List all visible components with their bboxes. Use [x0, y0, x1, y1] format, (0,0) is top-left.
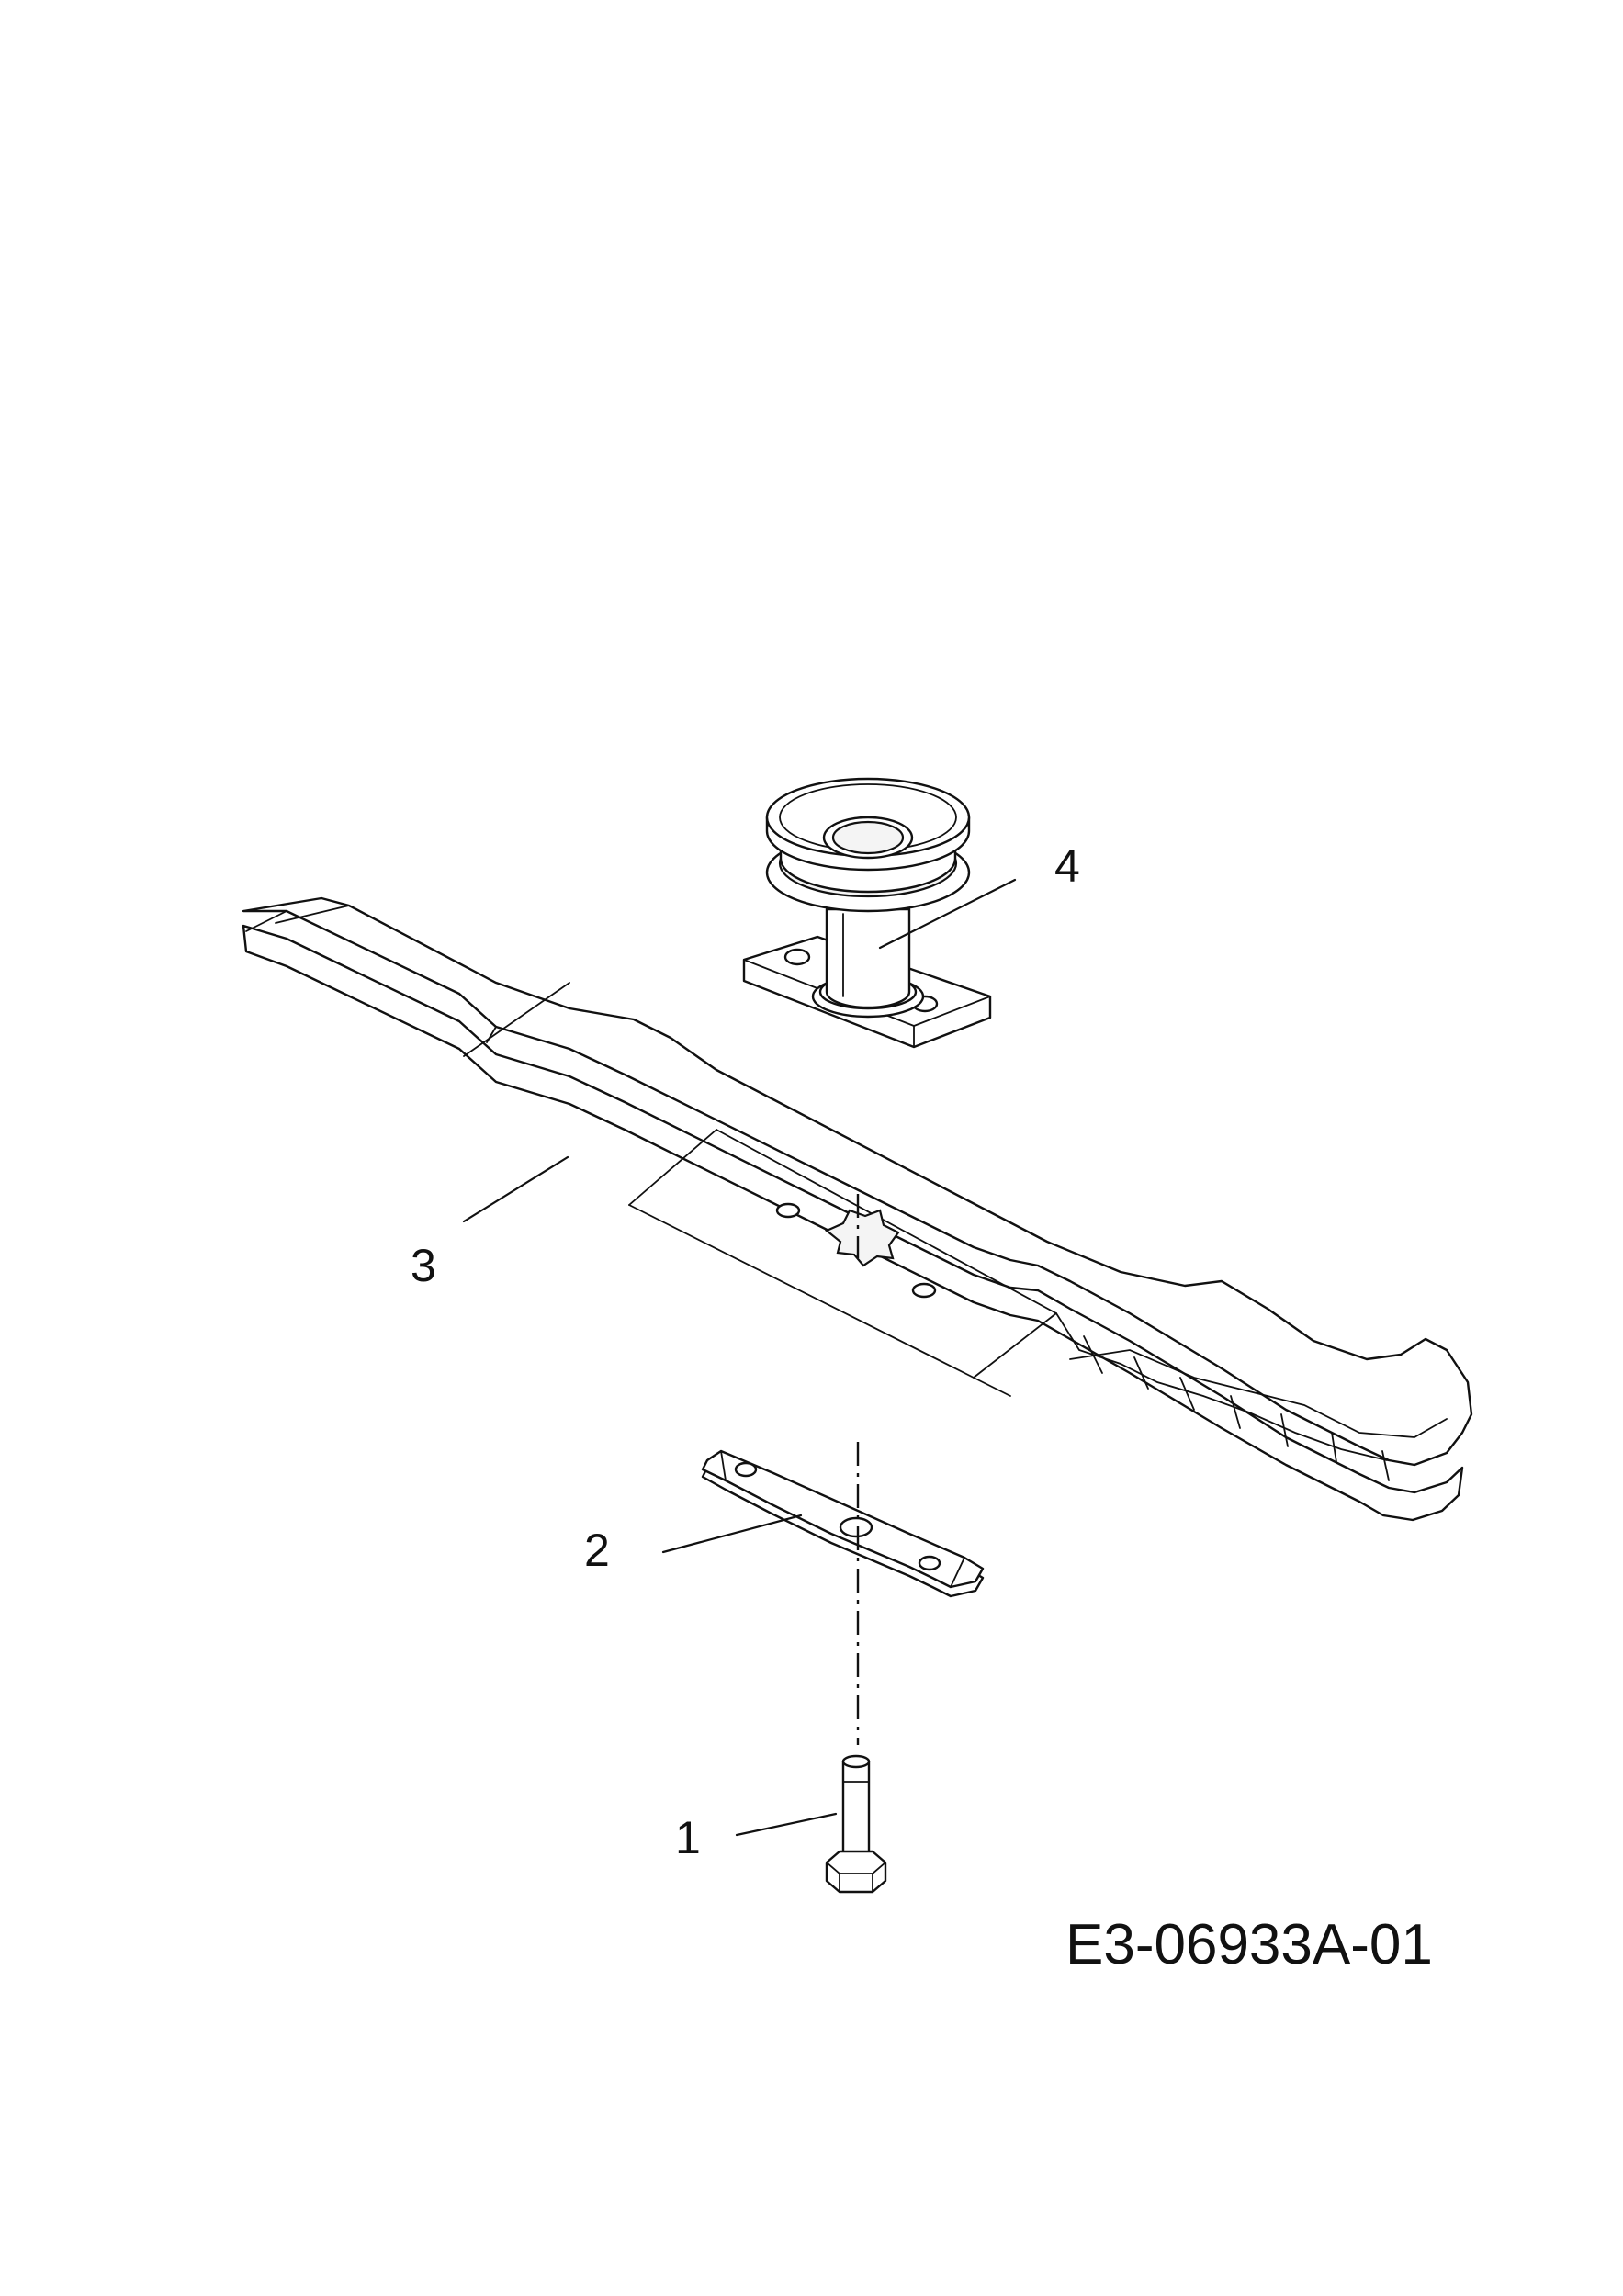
stiffener-hole-left [734, 1461, 758, 1478]
blade-hole-1 [775, 1202, 801, 1219]
callout-4: 4 [1054, 840, 1080, 892]
leader-line-3 [462, 1155, 569, 1223]
stiffener-hole-right [918, 1555, 941, 1571]
leader-line-4 [878, 878, 1017, 950]
plate-hole-left [783, 948, 811, 966]
callout-3: 3 [411, 1240, 436, 1291]
part-1-hex-bolt [825, 1754, 887, 1894]
part-4-blade-adapter [742, 777, 992, 1049]
stiffener-top-face [701, 1449, 985, 1589]
bolt-hex-head [825, 1850, 887, 1894]
blade-center-star-hole [824, 1209, 900, 1267]
leader-line-1 [735, 1812, 838, 1837]
part-3-mower-blade [242, 896, 1473, 1522]
callout-2: 2 [584, 1525, 610, 1576]
stiffener-center-hole [839, 1516, 873, 1538]
bolt-shank [841, 1760, 871, 1862]
adapter-shaft [825, 907, 911, 1009]
callout-1: 1 [675, 1812, 701, 1863]
blade-top-surface [242, 896, 1473, 1467]
part-2-blade-stiffener [701, 1449, 985, 1598]
blade-hole-2 [911, 1282, 937, 1299]
drawing-number: E3-06933A-01 [1065, 1913, 1433, 1976]
leader-line-2 [661, 1514, 803, 1554]
